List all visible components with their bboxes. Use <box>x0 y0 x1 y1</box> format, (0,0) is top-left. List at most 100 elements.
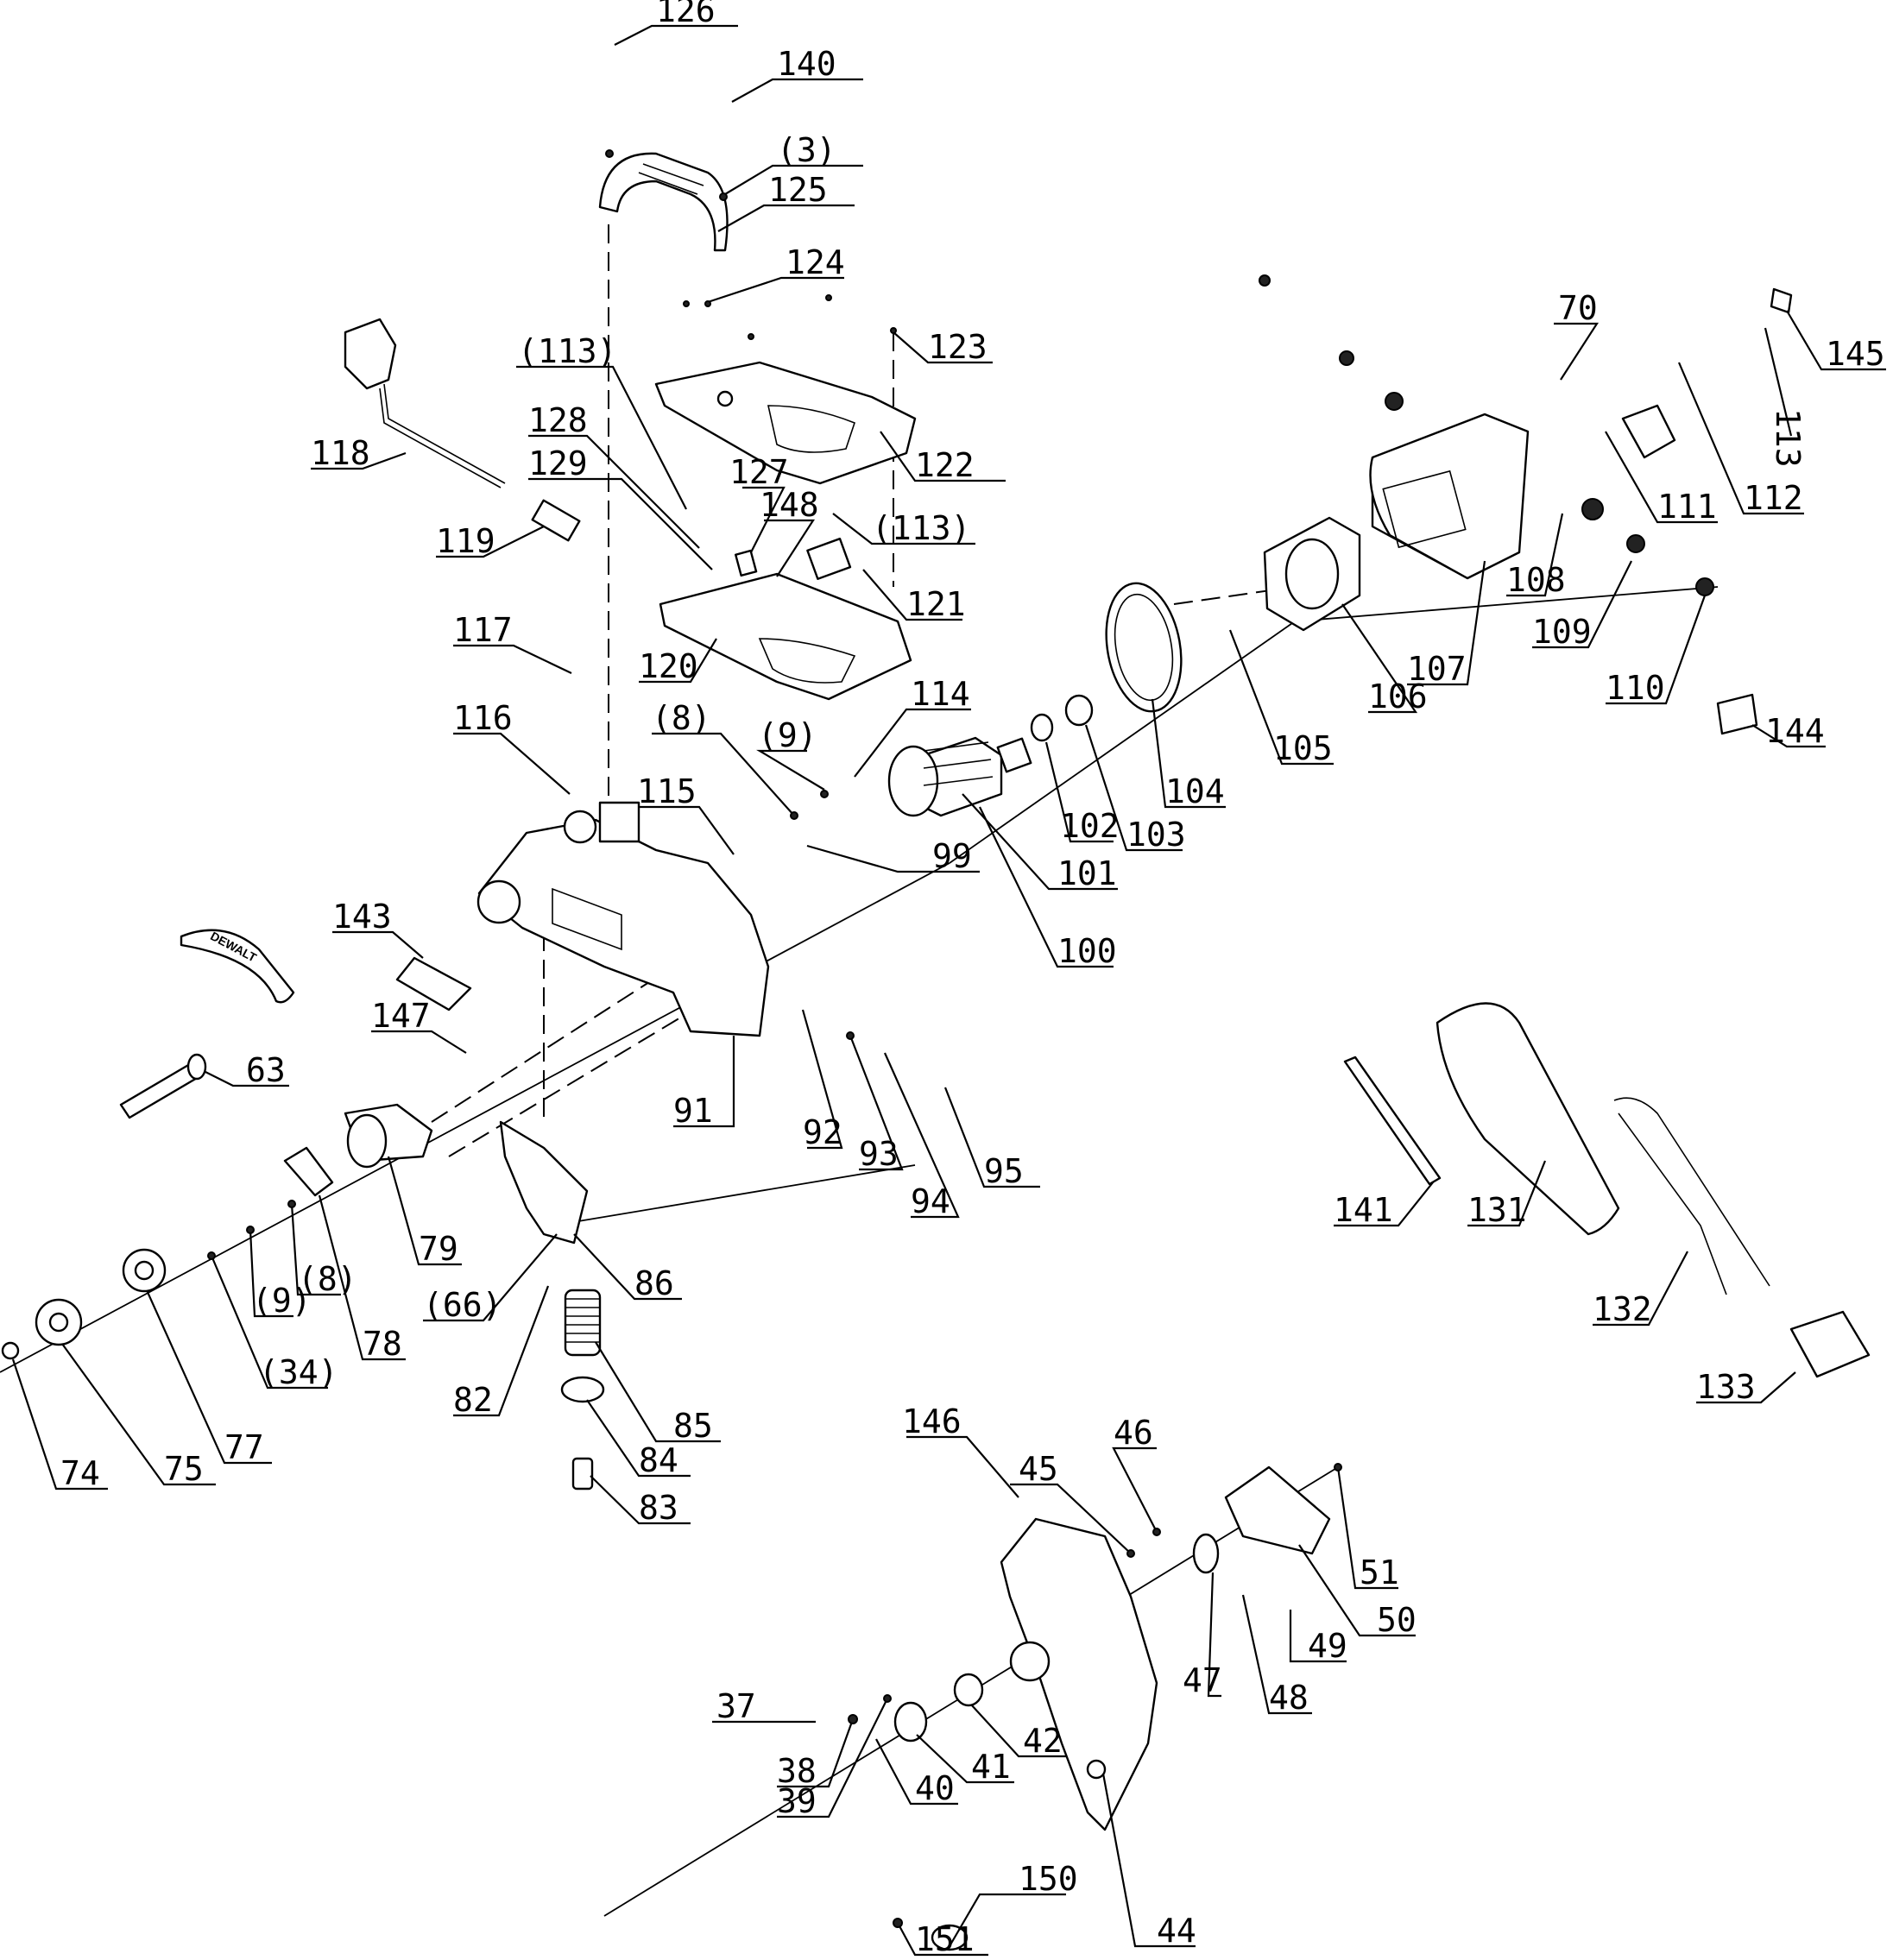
label-41: 41 <box>971 1748 1011 1786</box>
label-106: 106 <box>1368 677 1428 715</box>
label-143-part <box>395 956 472 1012</box>
lock-bracket-part <box>499 1120 589 1245</box>
spindle-part <box>344 1103 433 1169</box>
label-45: 45 <box>1019 1450 1058 1488</box>
guard-part <box>1000 1517 1158 1831</box>
ring-47-part <box>1192 1533 1220 1574</box>
label-48: 48 <box>1269 1679 1309 1717</box>
label-99: 99 <box>932 837 972 875</box>
label-75: 75 <box>164 1450 204 1488</box>
label-115: 115 <box>637 772 697 810</box>
label-83: 83 <box>639 1489 678 1527</box>
label-49: 49 <box>1308 1627 1347 1665</box>
label-109: 109 <box>1532 613 1592 651</box>
bag-frame-part <box>1613 1097 1770 1295</box>
label-150: 150 <box>1019 1860 1078 1898</box>
armature-part <box>887 736 1032 817</box>
label-79: 79 <box>419 1230 458 1268</box>
dust-port-part <box>1789 1310 1871 1378</box>
label-108: 108 <box>1506 561 1566 599</box>
label-63: 63 <box>246 1051 286 1089</box>
label-78: 78 <box>363 1325 402 1363</box>
label-114: 114 <box>911 675 970 713</box>
label-37: 37 <box>716 1687 756 1725</box>
label-132: 132 <box>1593 1290 1652 1328</box>
gear-housing-part <box>476 801 770 1037</box>
spring-assembly <box>560 1289 605 1490</box>
label-113a: (113) <box>518 332 616 370</box>
label-44: 44 <box>1157 1912 1196 1950</box>
label-118: 118 <box>311 434 370 472</box>
label-92: 92 <box>803 1113 842 1151</box>
baffle-ring-part <box>1105 582 1183 713</box>
label-95: 95 <box>984 1152 1024 1190</box>
part-labels: 126 140 (3) 125 124 123 (113) 128 129 12… <box>60 0 1885 1958</box>
label-131: 131 <box>1467 1191 1527 1229</box>
label-112: 112 <box>1744 479 1803 517</box>
pin-63-part <box>119 1053 207 1119</box>
strip-141-part <box>1343 1056 1442 1186</box>
label-125: 125 <box>768 171 828 209</box>
top-cover-part <box>654 361 917 485</box>
label-117: 117 <box>453 611 513 649</box>
label-50: 50 <box>1377 1601 1417 1639</box>
label-47: 47 <box>1183 1661 1222 1699</box>
dewalt-badge: DEWALT <box>180 929 295 1004</box>
label-126: 126 <box>656 0 716 29</box>
label-101: 101 <box>1057 854 1117 892</box>
label-39: 39 <box>777 1782 817 1820</box>
label-102: 102 <box>1060 807 1120 845</box>
plate-50-part <box>1224 1465 1331 1555</box>
label-128: 128 <box>528 401 588 439</box>
label-107: 107 <box>1407 650 1467 688</box>
label-151: 151 <box>915 1920 975 1958</box>
label-110: 110 <box>1606 669 1665 707</box>
label-104: 104 <box>1165 772 1225 810</box>
label-143: 143 <box>332 898 392 936</box>
label-127: 127 <box>729 453 789 491</box>
hub-parts <box>893 1673 984 1951</box>
label-plates <box>1621 287 1793 735</box>
label-116: 116 <box>453 699 513 737</box>
label-42: 42 <box>1023 1722 1063 1760</box>
label-113b: (113) <box>872 509 970 547</box>
label-70: 70 <box>1558 289 1598 327</box>
label-93: 93 <box>859 1135 899 1173</box>
label-120: 120 <box>639 647 698 685</box>
label-91: 91 <box>673 1092 713 1130</box>
label-119: 119 <box>436 522 495 560</box>
label-133: 133 <box>1696 1368 1756 1406</box>
label-100: 100 <box>1057 932 1117 970</box>
label-66: (66) <box>423 1286 502 1324</box>
label-74: 74 <box>60 1454 100 1492</box>
label-46: 46 <box>1114 1414 1153 1452</box>
label-113c: 113 <box>1769 408 1807 468</box>
label-94: 94 <box>911 1182 950 1220</box>
stator-part <box>1263 516 1361 632</box>
label-147: 147 <box>371 997 431 1035</box>
label-122: 122 <box>915 446 975 484</box>
switch-housing-part <box>659 537 912 701</box>
label-140: 140 <box>777 45 836 83</box>
label-38: 38 <box>777 1752 817 1790</box>
label-103: 103 <box>1126 816 1186 854</box>
label-34: (34) <box>259 1353 338 1391</box>
label-123: 123 <box>928 328 988 366</box>
label-144: 144 <box>1765 712 1825 750</box>
plate-78-part <box>283 1146 334 1197</box>
label-111: 111 <box>1657 488 1717 526</box>
leader-lines <box>11 24 1886 1957</box>
label-105: 105 <box>1273 729 1333 767</box>
motor-housing-part <box>1369 413 1530 580</box>
fasteners <box>207 149 1714 1928</box>
label-85: 85 <box>673 1407 713 1445</box>
dust-chute-part <box>1436 1002 1620 1236</box>
label-9a: (9) <box>758 716 817 754</box>
label-146: 146 <box>902 1402 962 1440</box>
label-51: 51 <box>1360 1554 1399 1591</box>
power-cord-part <box>344 318 581 542</box>
label-8b: (8) <box>298 1260 357 1298</box>
label-84: 84 <box>639 1441 678 1479</box>
label-129: 129 <box>528 444 588 482</box>
label-145: 145 <box>1826 335 1885 373</box>
